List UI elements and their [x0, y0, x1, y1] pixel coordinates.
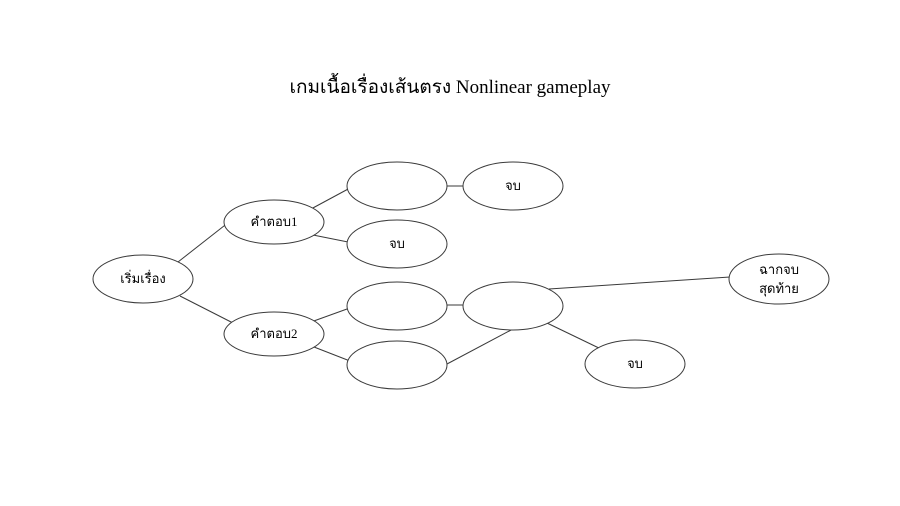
edge-merge-final	[548, 276, 731, 290]
node-a1-top	[346, 161, 448, 211]
node-answer2-label: คำตอบ2	[251, 326, 298, 341]
node-final: ฉากจบ สุดท้าย	[728, 253, 830, 305]
node-a1-end: จบ	[346, 219, 448, 269]
node-answer2: คำตอบ2	[223, 311, 325, 357]
node-start-label: เริ่มเรื่อง	[120, 270, 166, 286]
node-a1-top-end: จบ	[462, 161, 564, 211]
node-merge-end: จบ	[584, 339, 686, 389]
node-final-label-line2: สุดท้าย	[759, 281, 799, 297]
edge-start-answer2	[179, 295, 234, 324]
node-merge-end-label: จบ	[627, 356, 643, 371]
node-a2-bottom	[346, 340, 448, 390]
node-answer1-label: คำตอบ1	[251, 214, 298, 229]
edge-answer1-a1top	[310, 187, 351, 210]
edge-answer1-a1end	[312, 234, 349, 243]
node-a1-top-end-label: จบ	[505, 178, 521, 193]
edge-merge-end	[546, 322, 604, 351]
node-a1-end-label: จบ	[389, 236, 405, 251]
diagram-title: เกมเนื้อเรื่องเส้นตรง Nonlinear gameplay	[289, 77, 611, 98]
edge-answer2-a2bottom	[313, 346, 351, 362]
node-merge	[462, 281, 564, 331]
node-a2-top	[346, 281, 448, 331]
edge-answer2-a2top	[310, 308, 348, 323]
edge-start-answer1	[177, 221, 230, 263]
edge-a2bottom-merge	[446, 328, 514, 365]
node-final-label-line1: ฉากจบ	[759, 262, 799, 277]
node-answer1: คำตอบ1	[223, 199, 325, 245]
node-start: เริ่มเรื่อง	[92, 254, 194, 304]
